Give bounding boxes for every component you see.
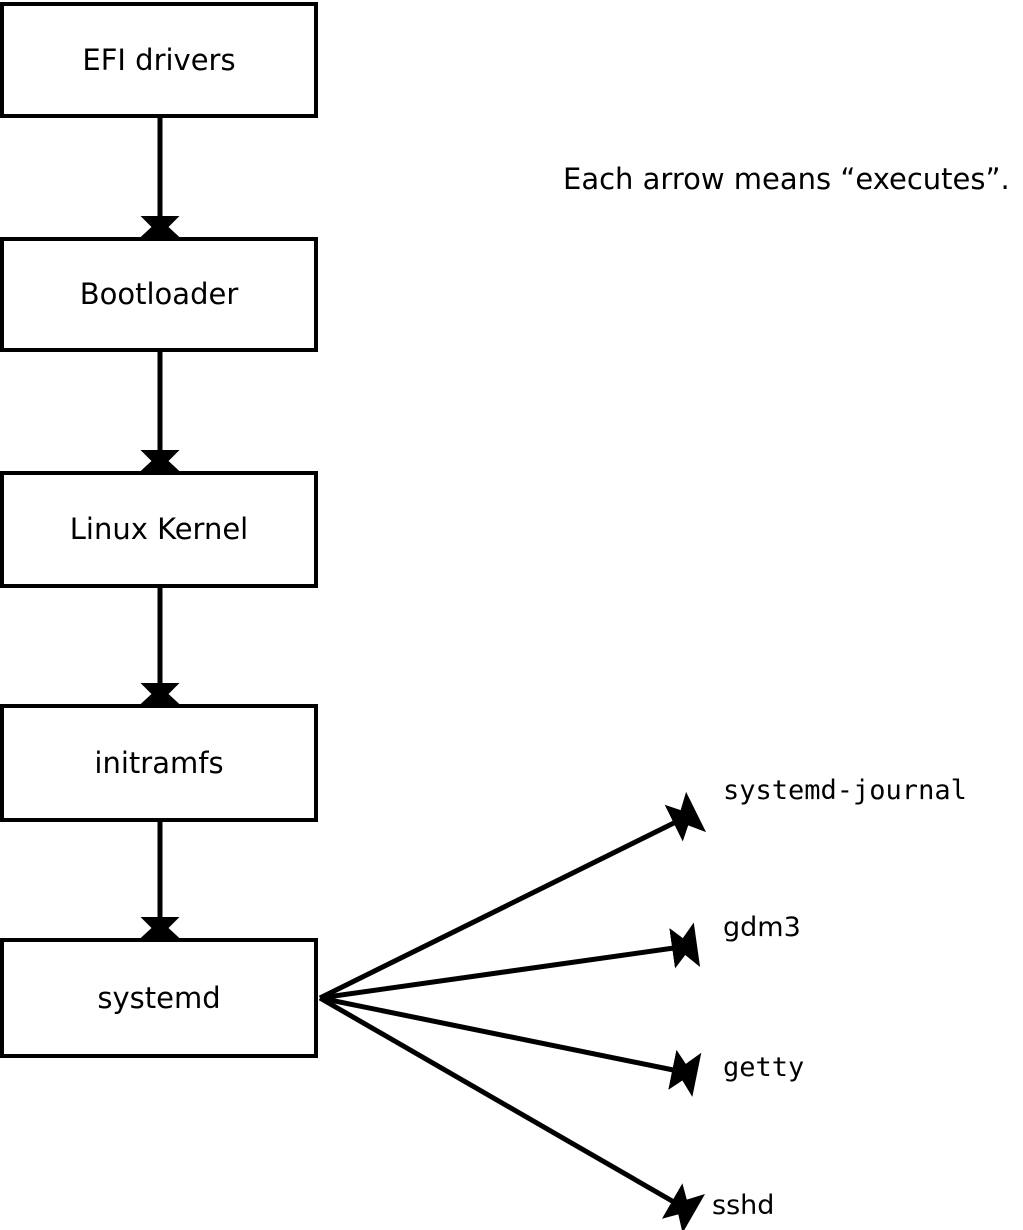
- arrow-systemd-to-getty: [319, 995, 702, 1097]
- node-label-initramfs: initramfs: [94, 745, 224, 780]
- node-systemd[interactable]: systemd: [0, 938, 318, 1058]
- node-linux-kernel[interactable]: Linux Kernel: [0, 471, 318, 588]
- node-label-linux-kernel: Linux Kernel: [69, 512, 249, 546]
- node-efi-drivers[interactable]: EFI drivers: [0, 2, 318, 118]
- leaf-label-systemd-journal: systemd-journal: [723, 775, 967, 806]
- arrow-systemd-to-sshd: [318, 995, 706, 1230]
- arrow-systemd-to-gdm3: [319, 922, 701, 1001]
- node-initramfs[interactable]: initramfs: [0, 704, 318, 822]
- leaf-label-sshd: sshd: [712, 1190, 775, 1221]
- node-label-efi-drivers: EFI drivers: [82, 42, 236, 77]
- leaf-label-gdm3: gdm3: [723, 912, 801, 943]
- node-label-systemd: systemd: [97, 980, 221, 1015]
- diagram-caption: Each arrow means “executes”.: [563, 162, 1010, 196]
- node-label-bootloader: Bootloader: [79, 277, 239, 311]
- arrow-systemd-to-systemd-journal: [318, 791, 707, 1001]
- leaf-label-getty: getty: [723, 1052, 805, 1083]
- node-bootloader[interactable]: Bootloader: [0, 237, 318, 352]
